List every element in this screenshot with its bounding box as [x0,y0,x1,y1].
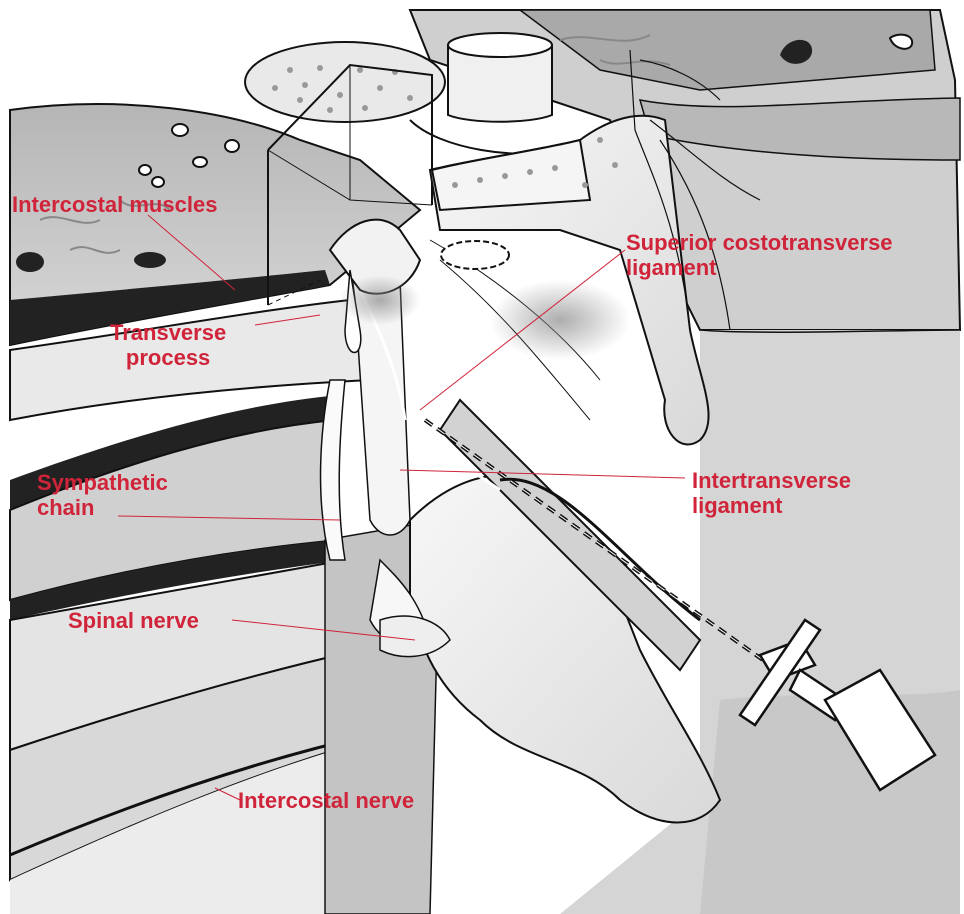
label-intercostal-muscles: Intercostal muscles [12,192,217,217]
transverse-process-lower [410,400,720,823]
label-intercostal-nerve: Intercostal nerve [238,788,414,813]
label-superior-costotransverse-line2: ligament [626,255,893,280]
label-sympathetic-chain-line1: Sympathetic [37,470,168,495]
label-transverse-process: Transverse process [110,320,226,370]
label-intertransverse-line1: Intertransverse [692,468,851,493]
vertebral-body [245,33,560,154]
label-superior-costotransverse-ligament: Superior costotransverse ligament [626,230,893,280]
label-sympathetic-chain: Sympathetic chain [37,470,168,520]
label-intertransverse-line2: ligament [692,493,851,518]
label-sympathetic-chain-line2: chain [37,495,168,520]
label-spinal-nerve: Spinal nerve [68,608,199,633]
label-intertransverse-ligament: Intertransverse ligament [692,468,851,518]
label-transverse-process-line1: Transverse [110,320,226,345]
label-superior-costotransverse-line1: Superior costotransverse [626,230,893,255]
label-transverse-process-line2: process [110,345,226,370]
